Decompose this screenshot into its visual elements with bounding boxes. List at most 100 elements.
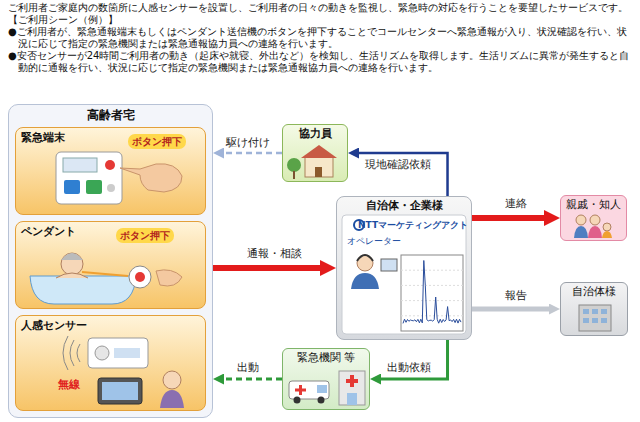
illustration-part [317,385,327,393]
illustration-part [576,215,586,225]
description-text: ご利用者ご家庭内の数箇所に人感センサーを設置し、ご利用者の日々の動きを監視し、緊… [8,2,634,14]
illustration [337,197,471,339]
illustration-part [107,184,115,192]
flow-arrow [472,215,544,221]
illustration-part [381,259,397,271]
illustration-part [102,382,138,400]
illustration-part [588,226,602,238]
illustration-part [602,231,612,238]
illustration-part [401,285,463,286]
illustration-part [61,253,83,275]
box-title: 高齢者宅 [87,108,135,122]
illustration-part [56,273,88,278]
illustration-part [88,338,148,368]
box-title: 緊急端末 [21,131,65,145]
intro-text: ご利用者ご家庭内の数箇所に人感センサーを設置し、ご利用者の日々の動きを監視し、緊… [8,2,634,74]
illustration-part [318,397,325,404]
box-title: 自治体様 [572,285,616,299]
illustration-part [160,390,184,408]
illustration-part [590,215,600,225]
box-note: オペレーター [347,235,401,247]
illustration-part [294,397,301,404]
illustration-part [114,348,140,358]
box-note: 無線 [58,378,80,392]
box-title: 人感センサー [21,319,87,333]
flow-arrow [381,340,448,379]
illustration-part [401,315,463,316]
illustration-part [342,215,466,334]
box-note: ボタン押下 [128,134,186,149]
box-title: 親戚・知人 [566,198,621,212]
illustration-part [98,378,142,404]
description-text: 【ご利用シーン（例）】 [8,14,634,26]
illustration-part [601,318,607,323]
box-title: ペンダント [21,225,76,239]
illustration-part [86,180,102,194]
illustration-part [163,371,181,389]
device-box: ペンダント ボタン押下 [15,221,206,309]
illustration-part [129,266,151,288]
arrow-label: 出動依頼 [385,361,433,374]
illustration-part [315,167,322,177]
illustration-part [61,253,83,260]
illustration-part [583,318,589,323]
illustration-part [401,270,463,271]
illustration-part [592,309,598,314]
illustration-part [592,318,598,323]
device-box: 緊急端末 ボタン押下 [15,127,206,215]
box-note: NTTマーケティングアクト [358,219,468,231]
illustration-part [301,145,337,158]
illustration-part [347,393,357,405]
call-center-box: 自治体・企業様 NTTマーケティングアクトオペレーター [336,196,472,340]
illustration-part [120,164,182,192]
office-box: 自治体様 [560,282,628,336]
illustration-part [105,160,115,170]
arrow-label: 駆け付け [224,136,272,149]
house-panel: 緊急端末ボタン押下ペンダントボタン押下人感センサー無線高齢者宅 [8,104,213,418]
illustration-part [56,152,122,204]
illustration-part [30,276,136,304]
illustration-part [135,272,145,282]
illustration-part [601,309,607,314]
illustration-part [346,379,358,383]
illustration-part [156,270,182,286]
illustration-part [63,158,97,172]
illustration-part [357,255,373,271]
flow-arrow [224,378,282,381]
illustration-part [401,255,463,331]
illustration-part [401,300,463,301]
illustration-part [95,346,109,360]
box-title: 協力員 [299,127,332,141]
illustration-part [64,180,80,194]
illustration-part [351,273,379,289]
illustration-part [579,305,611,331]
sensor-box: 人感センサー無線 [15,315,206,411]
arrow-label: 現地確認依頼 [363,158,433,171]
box-title: 緊急機関 等 [297,351,356,365]
illustration-part [583,309,589,314]
illustration-part [574,226,588,238]
illustration-part [339,371,365,405]
description-text: ●安否センサーが24時間ご利用者の動き（起床や就寝、外出など）を検知し、生活リズ… [8,50,634,74]
illustration-part [293,171,295,179]
family-box: 親戚・知人 [560,195,627,241]
illustration-part [295,389,306,392]
arrow-label: 通報・相談 [245,247,304,260]
illustration-part [289,381,329,399]
illustration-part [357,255,373,261]
illustration-part [403,261,461,324]
arrow-label: 報告 [503,289,529,302]
arrow-label: 連絡 [503,197,529,210]
arrow-label: 出動 [235,361,261,374]
flow-arrow [359,153,448,196]
flow-arrow [224,152,282,155]
illustration-part [305,157,333,177]
box-note: ボタン押下 [116,228,174,243]
illustration-part [82,272,128,276]
illustration-part [287,158,301,172]
description-text: ●ご利用者が、緊急通報端末もしくはペンダント送信機のボタンを押下することでコール… [8,26,634,50]
helper-box: 協力員 [282,124,348,182]
box-title: 自治体・企業様 [366,199,443,213]
illustration-part [63,336,80,370]
